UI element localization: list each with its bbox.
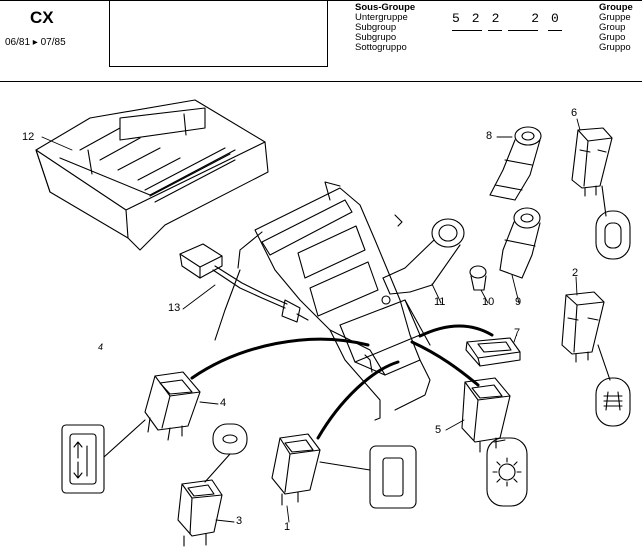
part-8-cigar-lighter bbox=[489, 126, 542, 201]
production-years: 06/81 ▸ 07/85 bbox=[5, 37, 66, 48]
callout-leaders bbox=[41, 118, 581, 523]
part-1-switch bbox=[271, 433, 321, 506]
callout-9: 9 bbox=[515, 296, 522, 308]
subgroup-label-it: Sottogruppo bbox=[355, 42, 407, 53]
callout-5: 5 bbox=[435, 424, 442, 436]
model-code: CX bbox=[30, 8, 54, 27]
callout-2: 2 bbox=[572, 267, 579, 279]
part-11-lighter-socket bbox=[382, 214, 465, 295]
group-label-fr: Groupe bbox=[599, 2, 633, 13]
callout-1: 1 bbox=[284, 521, 291, 533]
part-4-switch bbox=[144, 371, 201, 441]
callout-13: 13 bbox=[168, 302, 181, 314]
switch-face-1-insert bbox=[369, 445, 417, 509]
subgroup-label-de: Untergruppe bbox=[355, 12, 408, 23]
digit-underline-3 bbox=[508, 30, 538, 31]
group-label-it: Gruppo bbox=[599, 42, 631, 53]
group-label-es: Grupo bbox=[599, 32, 626, 43]
digit-underline-4 bbox=[548, 30, 562, 31]
callout-3: 3 bbox=[236, 515, 243, 527]
leader-4-face bbox=[103, 419, 146, 458]
subgroup-label-fr: Sous-Groupe bbox=[355, 2, 416, 13]
subgroup-label-es: Subgrupo bbox=[355, 32, 397, 43]
group-label-de: Gruppe bbox=[599, 12, 631, 23]
header-top-border bbox=[0, 0, 642, 1]
routing-arcs bbox=[190, 324, 494, 440]
callout-8: 8 bbox=[486, 130, 493, 142]
digit-underline-1 bbox=[452, 30, 482, 31]
part-2-switch bbox=[561, 291, 611, 381]
header-bottom-border bbox=[0, 81, 642, 82]
stray-mark: 4 bbox=[98, 342, 104, 352]
header-box-bottom bbox=[109, 66, 328, 67]
header-divider-2 bbox=[327, 0, 328, 66]
part-13-wiring-harness bbox=[179, 243, 309, 323]
switch-face-2-rear-defrost bbox=[595, 377, 631, 427]
part-10-bulb-holder bbox=[469, 265, 487, 291]
header-divider-1 bbox=[109, 0, 110, 66]
group-label-en: Group bbox=[599, 22, 626, 33]
header: CX 06/81 ▸ 07/85 Sous-Groupe Untergruppe… bbox=[0, 0, 642, 82]
part-6-switch bbox=[571, 127, 613, 217]
part-3-switch bbox=[177, 479, 223, 547]
center-console-housing bbox=[214, 181, 431, 421]
leader-3-face bbox=[204, 453, 231, 483]
leader-5-face bbox=[493, 439, 506, 443]
callout-11: 11 bbox=[434, 296, 446, 308]
switch-face-3-insert bbox=[212, 423, 248, 455]
part-9-second-lighter bbox=[499, 207, 541, 279]
subgroup-label-en: Subgroup bbox=[355, 22, 397, 33]
part-5-switch bbox=[461, 377, 511, 453]
leader-1-face bbox=[319, 461, 371, 471]
part-12-storage-tray bbox=[35, 99, 269, 251]
callout-6: 6 bbox=[571, 107, 578, 119]
switch-face-6-insert bbox=[595, 210, 631, 260]
callout-4: 4 bbox=[220, 397, 227, 409]
callout-10: 10 bbox=[482, 296, 495, 308]
callout-7: 7 bbox=[514, 327, 521, 339]
subgroup-number: 522 20 bbox=[452, 11, 571, 26]
part-7-switch-plate bbox=[465, 337, 521, 367]
digit-underline-2 bbox=[488, 30, 502, 31]
switch-face-5-hazard bbox=[486, 437, 528, 507]
switch-face-4-window-lift bbox=[61, 424, 105, 494]
callout-12: 12 bbox=[22, 131, 35, 143]
